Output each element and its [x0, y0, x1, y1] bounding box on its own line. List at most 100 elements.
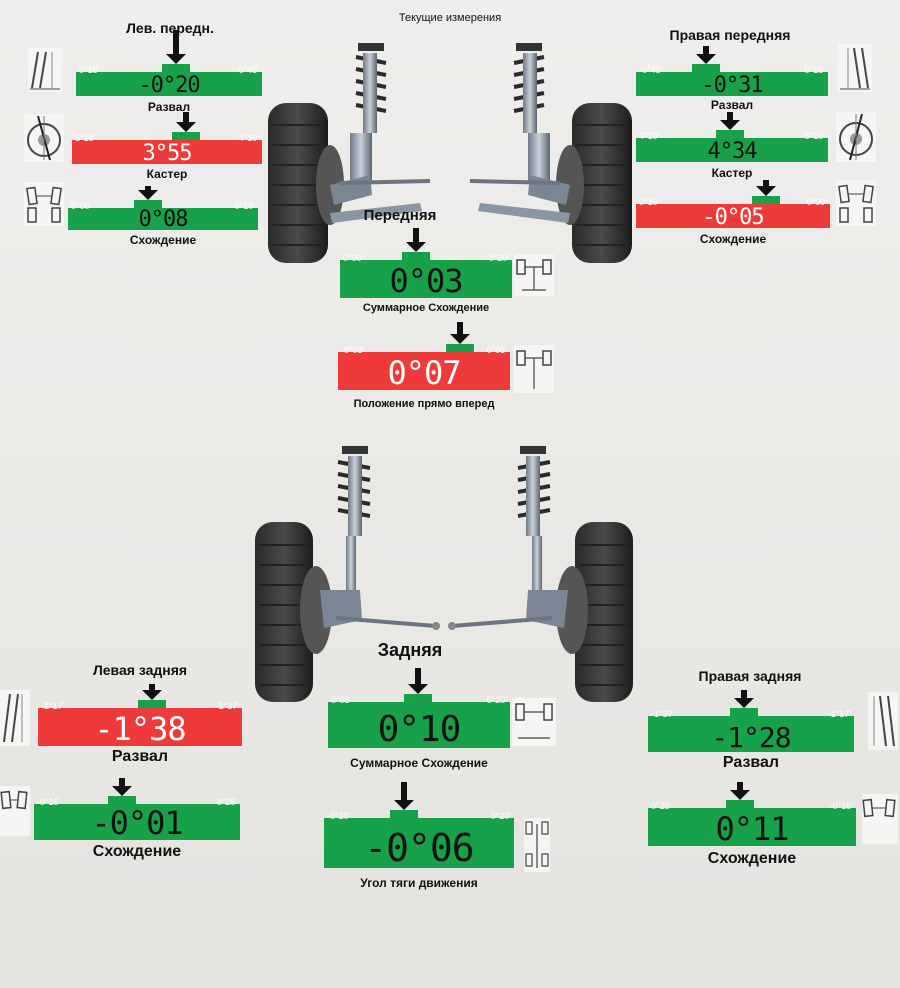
gauge-background [648, 708, 854, 752]
gauge-background [76, 64, 262, 96]
front-suspension-illustration [268, 43, 632, 263]
rear-left-toe-gauge: -0°15' 0°25' -0°01 [34, 796, 240, 840]
rear-right-toe-gauge: 0°25' -0°15' 0°11 [648, 800, 856, 846]
front-left-title: Лев. передн. [126, 20, 214, 36]
total-toe-diagram-icon [514, 254, 554, 296]
gauge-value: 0°11 [715, 810, 789, 846]
front-section-label: Передняя [363, 207, 437, 224]
front-right-toe-gauge: 0°10' 0°00' -0°05 [636, 196, 830, 228]
rear-right-toe-label: Схождение [707, 850, 797, 867]
arrow-down-icon [394, 782, 414, 810]
gauge-max-limit: -1°37' [215, 701, 239, 711]
front-right-title: Правая передняя [669, 27, 791, 43]
steering-diagram-icon [514, 345, 554, 393]
gauge-background [38, 700, 242, 746]
gauge-max-limit: 0°25' [216, 797, 237, 807]
gauge-value: 0°07 [387, 354, 461, 390]
gauge-min-limit: 4°10' [639, 131, 660, 141]
rear-left-title: Левая задняя [92, 662, 188, 678]
rear-total-toe-label: Суммарное Схождение [350, 756, 488, 770]
gauge-min-limit: 0°03' [331, 695, 352, 705]
gauge-min-limit: 0°10' [639, 197, 660, 207]
arrow-down-icon [696, 46, 716, 64]
gauge-max-limit: 5°10' [804, 131, 825, 141]
rear-right-camber-gauge: -1°37'-1°17'-1°28 [648, 708, 854, 752]
arrow-down-icon [756, 180, 776, 196]
caster-diagram-icon [24, 114, 64, 162]
page-title: Текущие измерения [398, 12, 502, 24]
arrow-down-icon [408, 668, 428, 694]
camber-diagram-icon [28, 48, 62, 92]
arrow-down-icon [730, 782, 750, 800]
gauge-value: -0°06 [364, 826, 474, 868]
camber-diagram-icon [838, 44, 872, 92]
front-left-toe-label: Схождение [129, 233, 197, 247]
gauge-value: 0°08 [138, 207, 189, 230]
gauge-min-limit: 0°15' [79, 65, 100, 75]
gauge-value: 0°03 [389, 262, 463, 298]
camber-diagram-icon [868, 692, 898, 750]
rear-thrust-angle-label: Угол тяги движения [360, 876, 478, 890]
gauge-background [72, 132, 262, 164]
gauge-value: -1°28 [711, 721, 791, 752]
front-left-toe-gauge: 0°00'0°10'0°08 [68, 200, 258, 230]
gauge-max-limit: 0°20' [488, 253, 509, 263]
gauge-min-limit: 0°00' [343, 253, 364, 263]
gauge-background [636, 130, 828, 162]
arrow-down-icon [734, 690, 754, 708]
gauge-value: -0°31 [701, 73, 763, 96]
rear-left-camber-gauge: -1°17'-1°37'-1°38 [38, 700, 242, 746]
front-total-toe-gauge: 0°00' 0°20' 0°03 [340, 252, 512, 298]
front-right-caster-gauge: 4°10'5°10'4°34 [636, 130, 828, 162]
front-total-toe-label: Суммарное Схождение [362, 302, 490, 314]
gauge-max-limit: -0°15' [829, 801, 853, 811]
front-right-caster-label: Кастер [711, 166, 753, 180]
rear-section-label: Задняя [377, 640, 443, 660]
front-left-caster-gauge: 5°10'4°10'3°55 [72, 132, 262, 164]
gauge-background [68, 200, 258, 230]
gauge-value: 0°10 [377, 709, 462, 748]
front-right-toe-label: Схождение [699, 232, 767, 246]
gauge-max-limit: 0°15' [804, 65, 825, 75]
gauge-value: -0°20 [138, 73, 200, 96]
front-right-camber-gauge: -0°45' 0°15' -0°31 [636, 64, 828, 96]
gauge-min-limit: -0°20' [327, 811, 351, 821]
gauge-max-limit: 0°00' [806, 197, 827, 207]
rear-thrust-angle-gauge: -0°20' 0°20' -0°06 [324, 810, 514, 868]
arrow-down-icon [166, 30, 186, 64]
gauge-min-limit: -1°17' [41, 701, 65, 711]
gauge-min-limit: -0°45' [639, 65, 663, 75]
gauge-background [636, 64, 828, 96]
gauge-max-limit: 0°20' [490, 811, 511, 821]
rear-left-camber-label: Развал [111, 748, 169, 765]
toe-diagram-icon [0, 786, 30, 836]
front-right-camber-label: Развал [710, 98, 754, 112]
gauge-max-limit: -0°45' [235, 65, 259, 75]
front-left-camber-label: Развал [147, 100, 191, 114]
gauge-max-limit: 4°10' [238, 133, 259, 143]
gauge-min-limit: 0°25' [651, 801, 672, 811]
rear-left-toe-label: Схождение [92, 843, 182, 860]
arrow-down-icon [406, 228, 426, 252]
rear-right-title: Правая задняя [698, 668, 802, 684]
rear-suspension-illustration [255, 446, 633, 702]
gauge-min-limit: -0°15' [37, 797, 61, 807]
gauge-min-limit: -0°03' [341, 345, 365, 355]
gauge-background [340, 252, 512, 298]
camber-diagram-icon [0, 690, 30, 746]
front-straight-ahead-label: Положение прямо вперед [353, 398, 495, 410]
gauge-background [34, 796, 240, 840]
caster-diagram-icon [836, 112, 876, 162]
thrust-angle-diagram-icon [524, 818, 550, 872]
gauge-background [328, 694, 510, 748]
arrow-down-icon [142, 684, 162, 700]
arrow-down-icon [720, 112, 740, 130]
gauge-max-limit: 0°03' [486, 345, 507, 355]
gauge-value: -0°01 [91, 804, 183, 840]
toe-diagram-icon [24, 182, 64, 226]
gauge-value: -0°05 [702, 205, 764, 228]
total-toe-diagram-icon [512, 698, 556, 746]
gauge-background [648, 800, 856, 846]
toe-diagram-icon [836, 180, 876, 226]
